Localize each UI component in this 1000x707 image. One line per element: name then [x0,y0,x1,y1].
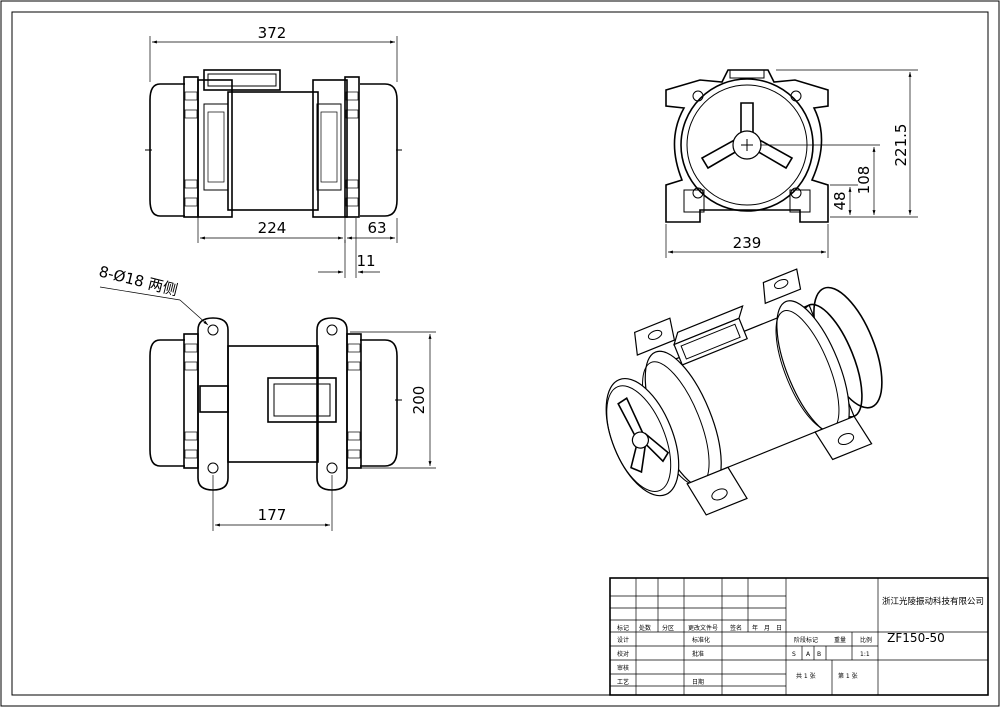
dim-top-between: 224 [258,219,287,237]
tb-label-design: 设计 [617,636,629,644]
dim-top-width: 372 [258,24,287,42]
tb-label-date: 日期 [692,678,704,686]
tb-company-name: 浙江光陵振动科技有限公司 [882,596,984,607]
dim-bottom-height: 200 [410,386,428,415]
tb-label-month: 月 [764,625,770,632]
tb-sheet-no: 第 1 张 [838,672,858,680]
tb-label-count: 处数 [639,624,651,632]
inner-border [11,11,989,696]
dim-side-low: 48 [831,191,849,210]
tb-label-zone: 分区 [662,624,674,632]
tb-label-mark: 标记 [617,624,629,632]
tb-sheets-total: 共 1 张 [796,672,816,680]
tb-weight-label: 重量 [834,636,846,644]
tb-label-standard: 标准化 [692,636,710,644]
tb-label-review: 审核 [617,664,629,672]
dim-side-height: 221.5 [892,124,910,167]
tb-label-approve: 批准 [692,650,704,658]
tb-stage-a: A [806,651,811,658]
tb-label-day: 日 [776,625,782,632]
dim-top-right: 63 [367,219,386,237]
tb-stage-b: B [817,651,821,658]
hole-callout: 8-Ø18 两侧 [97,262,180,299]
dim-side-width: 239 [733,234,762,252]
dim-top-small: 11 [356,252,375,270]
tb-label-change-doc: 更改文件号 [688,624,718,632]
tb-scale-value: 1:1 [860,651,870,658]
tb-scale-label: 比例 [860,636,872,644]
title-block: 标记 处数 分区 更改文件号 签名 年 月 日 设计 标准化 校对 批准 审核 … [609,577,989,696]
tb-stage-label: 阶段标记 [794,636,818,644]
tb-label-sign: 签名 [730,624,742,632]
tb-stage-s: S [792,651,796,658]
tb-label-process: 工艺 [617,678,629,686]
tb-label-year: 年 [752,624,758,632]
dim-side-mid: 108 [855,166,873,195]
top-view: 372 224 63 11 [145,24,402,278]
tb-label-check: 校对 [617,650,629,658]
side-view: 221.5 108 48 239 [665,69,918,258]
isometric-view [605,268,883,516]
dim-bottom-spacing: 177 [258,506,287,524]
tb-model-number: ZF150-50 [887,631,945,645]
bottom-view: 8-Ø18 两侧 200 177 [97,262,436,531]
